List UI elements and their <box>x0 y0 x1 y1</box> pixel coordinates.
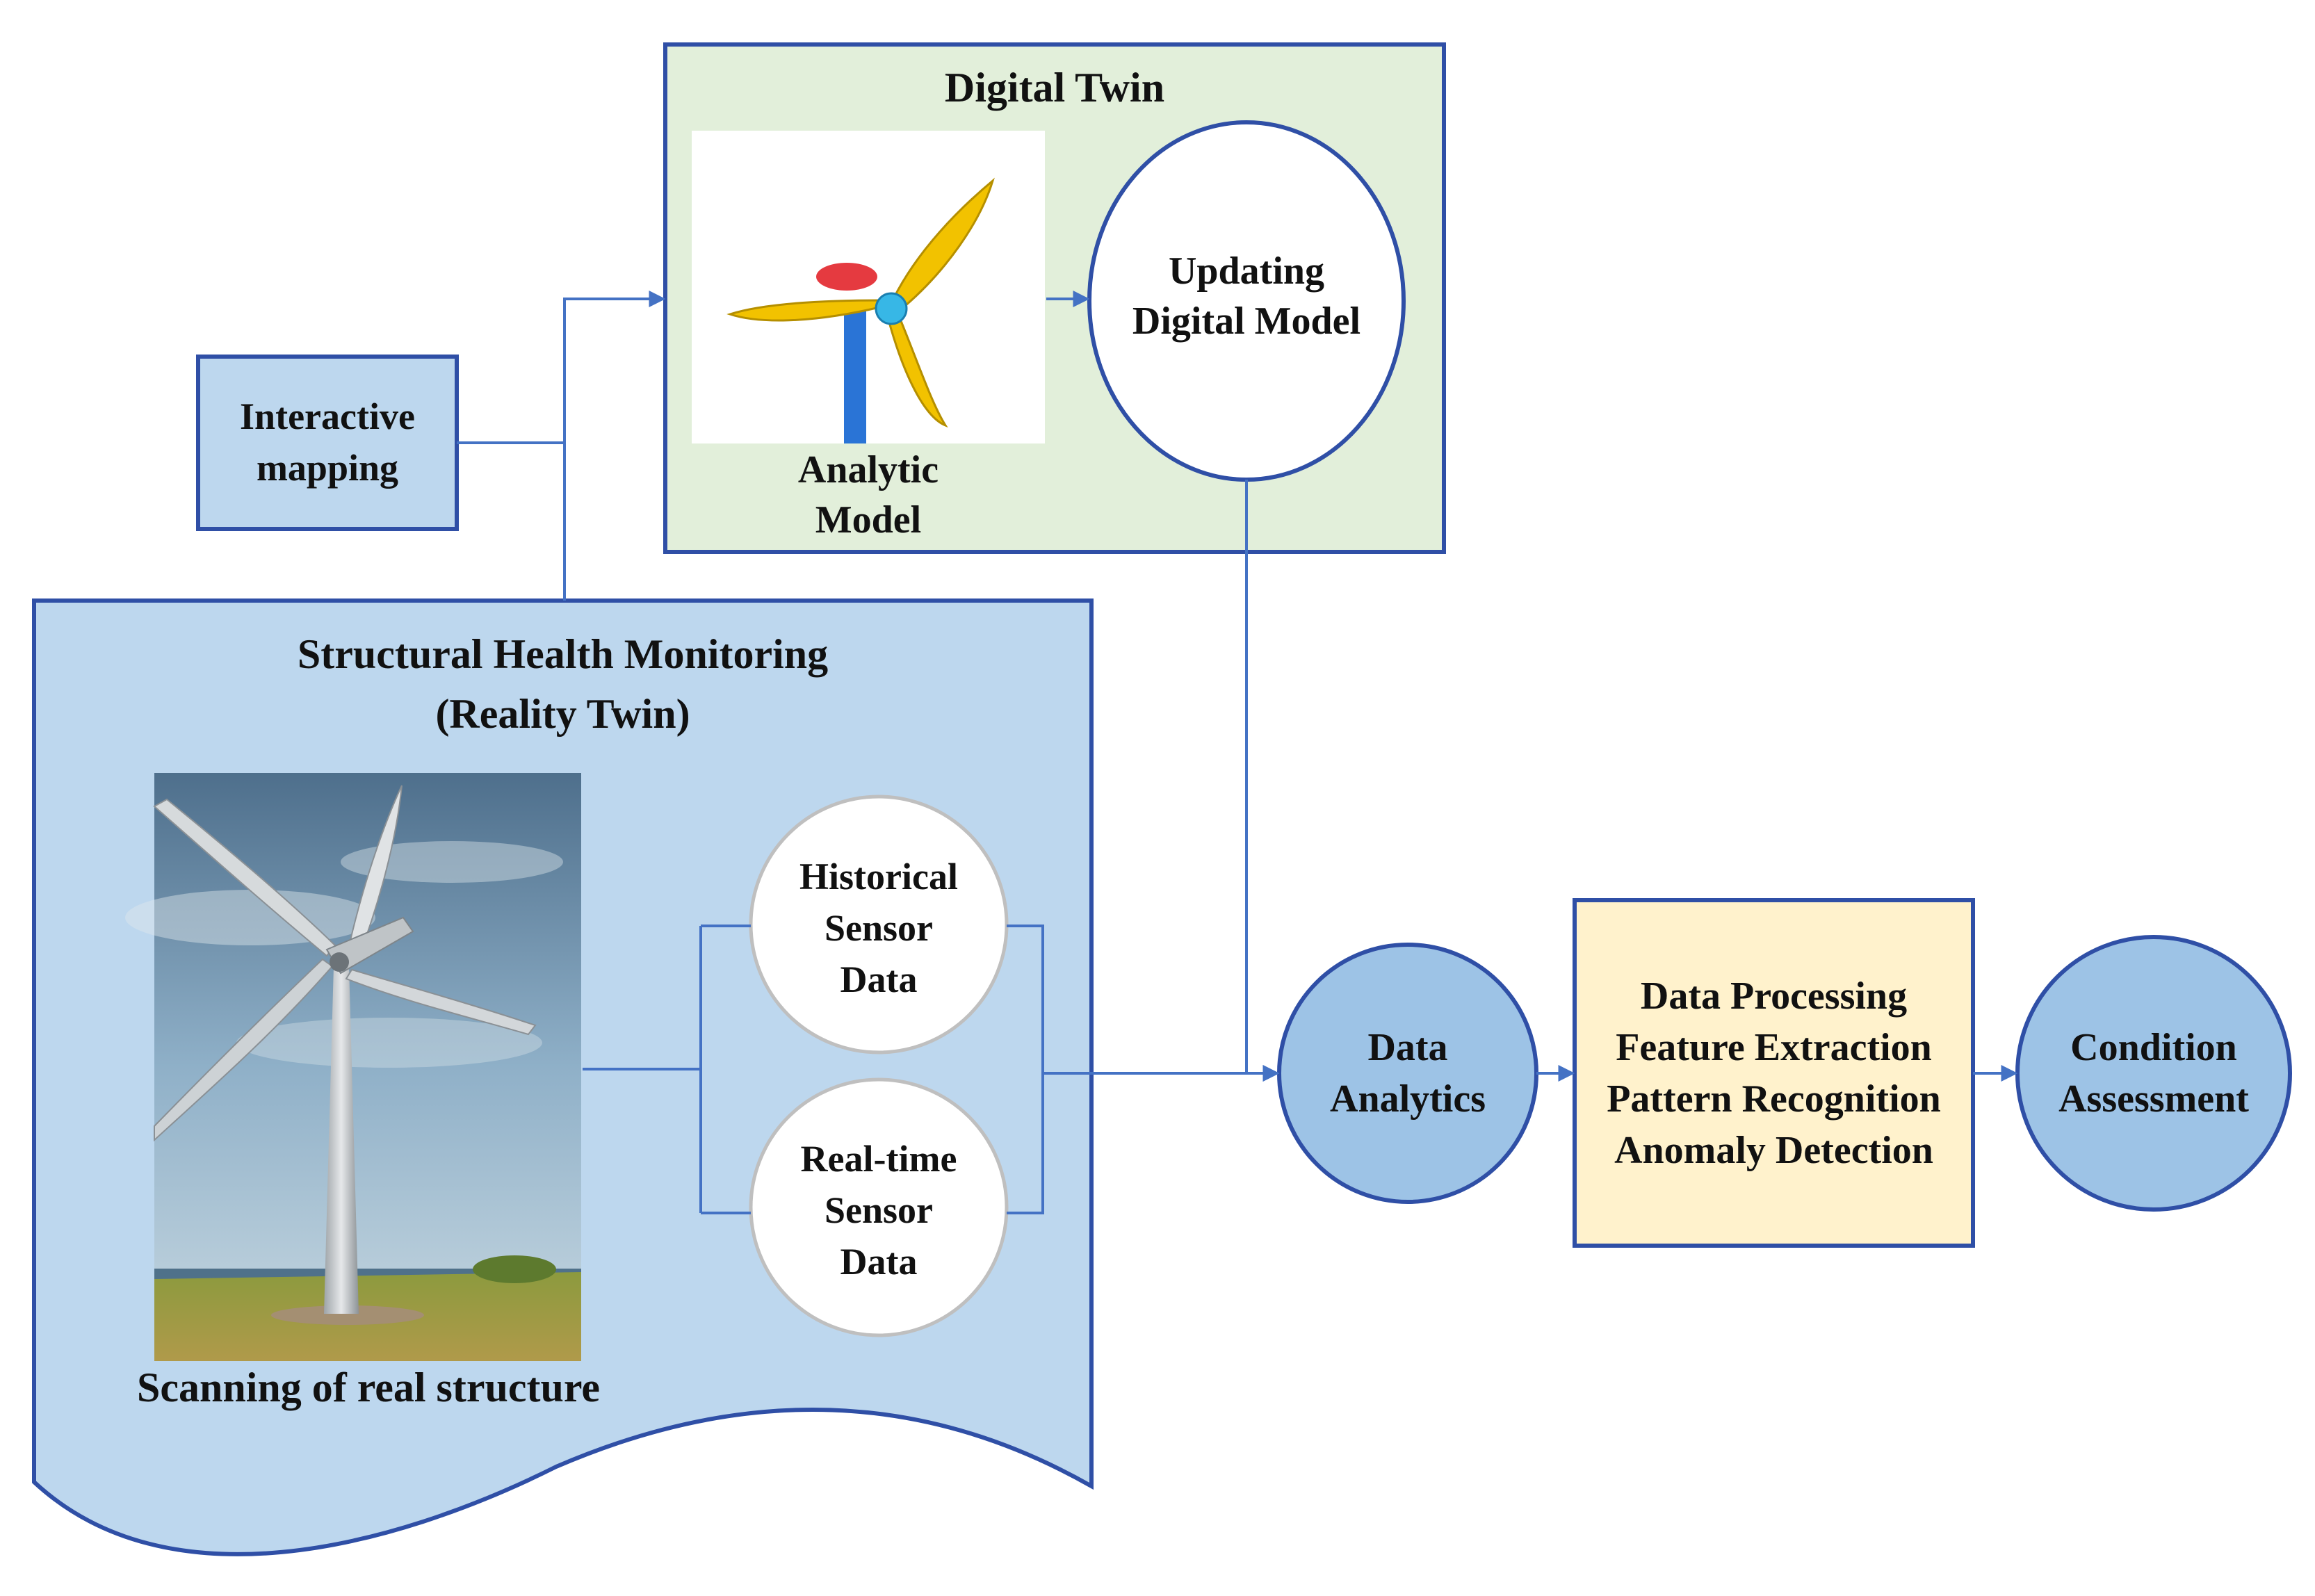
updating-line-1: Updating <box>1168 250 1325 293</box>
turbine-photo <box>125 773 581 1361</box>
condition-assessment-label: Condition Assessment <box>2017 1022 2290 1125</box>
realtime-line-2: Sensor <box>824 1189 933 1231</box>
digital-twin-title: Digital Twin <box>944 65 1165 111</box>
shm-title: Structural Health Monitoring (Reality Tw… <box>34 624 1091 744</box>
interactive-mapping-line-1: Interactive <box>240 396 415 437</box>
connector-updating-to-analytics <box>1245 480 1280 1082</box>
processing-line-3: Pattern Recognition <box>1607 1077 1941 1121</box>
interactive-mapping-label: Interactive mapping <box>198 391 457 494</box>
processing-line-1: Data Processing <box>1640 975 1908 1018</box>
condition-line-2: Assessment <box>2058 1077 2249 1121</box>
updating-digital-model-label: Updating Digital Model <box>1089 246 1404 346</box>
analytic-model-image <box>692 131 1045 443</box>
updating-line-2: Digital Model <box>1132 300 1361 343</box>
shm-title-line-2: (Reality Twin) <box>435 691 690 737</box>
analytic-model-line-1: Analytic <box>797 448 939 491</box>
interactive-mapping-line-2: mapping <box>256 447 399 489</box>
historical-line-2: Sensor <box>824 907 933 949</box>
processing-line-2: Feature Extraction <box>1616 1026 1932 1069</box>
connector-shm-to-digital-twin <box>563 291 666 601</box>
condition-line-1: Condition <box>2070 1026 2237 1069</box>
realtime-line-3: Data <box>840 1241 918 1282</box>
shm-title-line-1: Structural Health Monitoring <box>297 631 829 677</box>
data-analytics-line-2: Analytics <box>1330 1077 1486 1121</box>
processing-line-4: Anomaly Detection <box>1614 1129 1933 1172</box>
interactive-mapping-box <box>196 355 459 531</box>
data-analytics-line-1: Data <box>1367 1026 1448 1069</box>
processing-label: Data Processing Feature Extraction Patte… <box>1575 970 1973 1176</box>
historical-line-1: Historical <box>799 856 958 897</box>
analytic-model-label: Analytic Model <box>729 445 1007 545</box>
scan-caption: Scanning of real structure <box>136 1365 601 1410</box>
analytic-model-line-2: Model <box>815 498 922 542</box>
connector-sensors-merge <box>1007 925 1278 1214</box>
data-analytics-label: Data Analytics <box>1279 1022 1536 1125</box>
historical-line-3: Data <box>840 959 918 1000</box>
realtime-sensor-label: Real-time Sensor Data <box>751 1133 1007 1287</box>
historical-sensor-label: Historical Sensor Data <box>751 851 1007 1005</box>
realtime-sensor-node <box>749 1077 1009 1337</box>
realtime-line-1: Real-time <box>800 1138 957 1180</box>
connector-photo-to-sensors <box>583 925 751 1214</box>
